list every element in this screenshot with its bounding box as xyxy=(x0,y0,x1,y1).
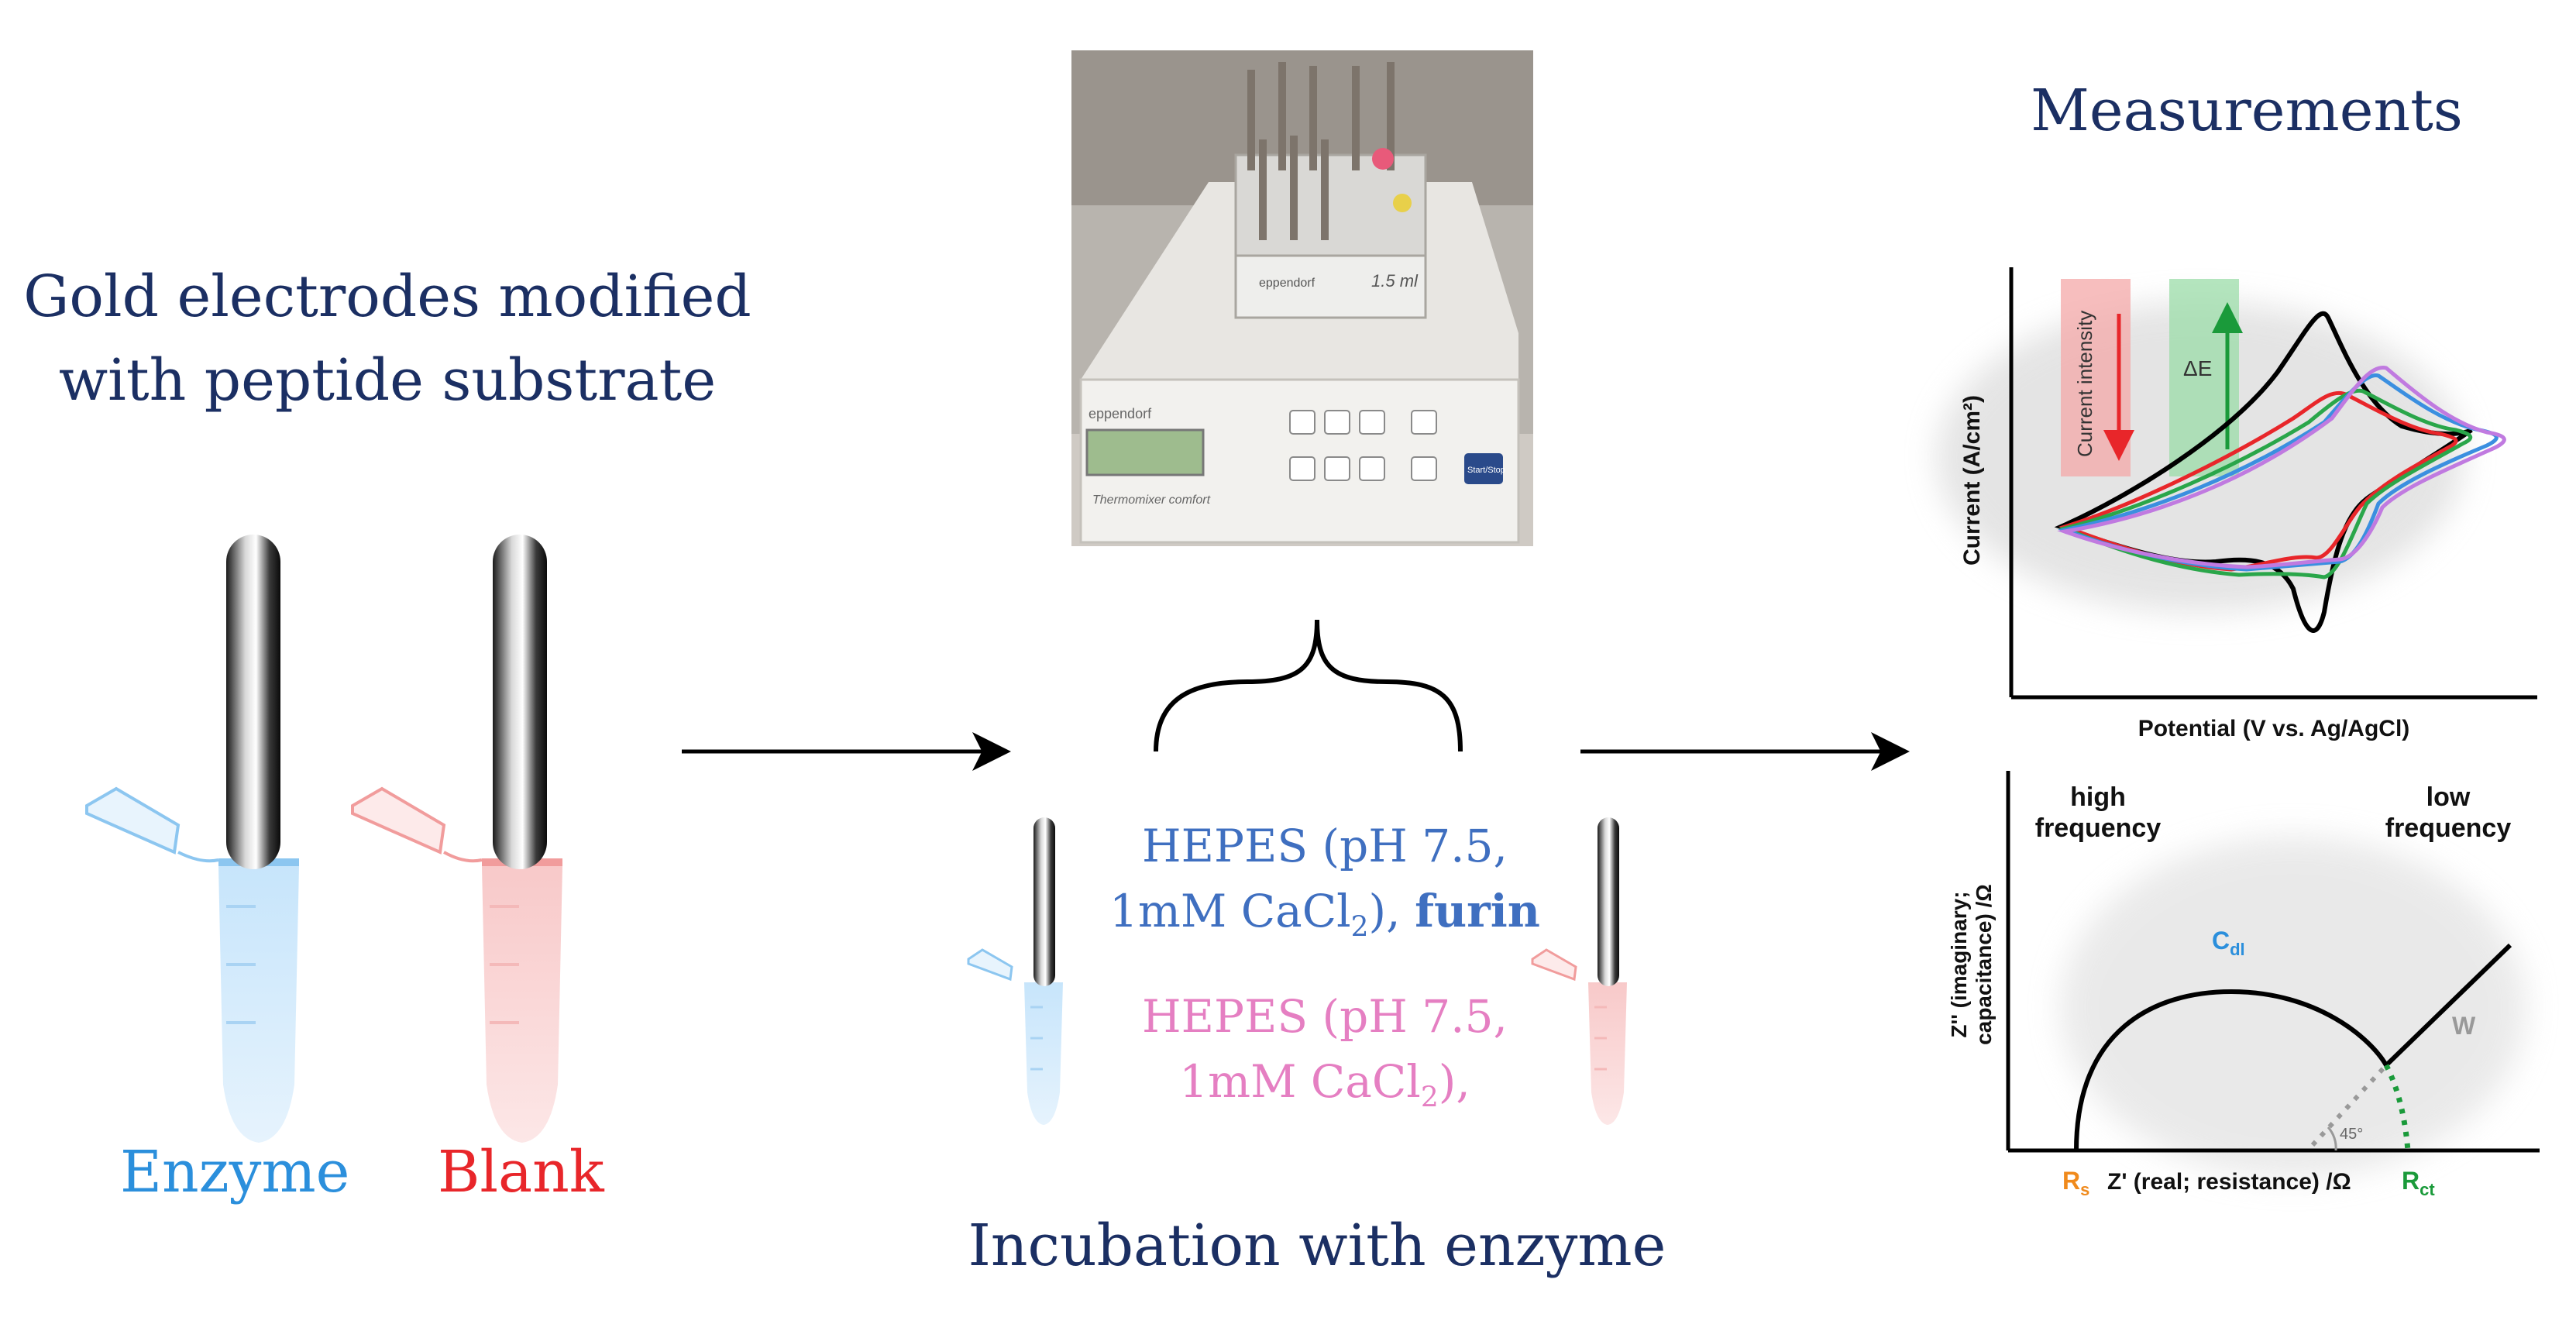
furin-condition-line1: HEPES (pH 7.5, xyxy=(1142,820,1508,872)
furin-condition-line2: 1mM CaCl2), furin xyxy=(1085,879,1565,961)
furin-cacl-subscript: 2 xyxy=(1350,911,1369,944)
cv-xlabel: Potential (V vs. Ag/AgCl) xyxy=(2138,716,2410,741)
eis-low-freq-line1: low xyxy=(2426,782,2471,812)
blank-cacl-suffix: ), xyxy=(1438,1055,1470,1108)
cv-curve-blue xyxy=(2058,373,2499,572)
enzyme-electrode xyxy=(226,535,280,869)
label-blank: Blank xyxy=(438,1139,604,1205)
small-enzyme-tube xyxy=(967,948,1063,1125)
thermomixer-photo: eppendorf 1.5 ml eppendorf Thermomixer c… xyxy=(1071,50,1533,546)
device-model-text: Thermomixer comfort xyxy=(1092,493,1211,507)
eis-ylabel-line1: Z'' (imaginary; xyxy=(1947,891,1971,1037)
cv-ylabel: Current (A/cm²) xyxy=(1959,395,1985,566)
cv-curve-purple xyxy=(2057,365,2506,569)
left-title-line2: with peptide substrate xyxy=(58,347,717,414)
blank-electrode xyxy=(493,535,547,869)
left-title-line1: Gold electrodes modified xyxy=(23,263,751,330)
small-enzyme-electrode xyxy=(1033,817,1055,986)
middle-title: Incubation with enzyme xyxy=(968,1212,1666,1279)
eis-angle-label: 45° xyxy=(2340,1126,2363,1143)
eis-45deg-line xyxy=(2310,1063,2389,1147)
eis-cdl-label: Cdl xyxy=(2212,927,2245,959)
eis-ylabel-line2: capacitance) /Ω xyxy=(1972,884,1996,1045)
cv-current-intensity-label: Current intensity xyxy=(2073,311,2096,457)
eis-rs-label: Rs xyxy=(2062,1167,2089,1199)
blank-cacl-subscript: 2 xyxy=(1420,1082,1439,1114)
eis-semicircle xyxy=(2074,989,2389,1151)
block-brand-text: eppendorf xyxy=(1259,277,1316,290)
furin-cacl-text: 1mM CaCl xyxy=(1109,885,1351,937)
enzyme-tube xyxy=(85,786,299,1143)
right-title: Measurements xyxy=(2031,77,2463,144)
small-blank-electrode xyxy=(1598,817,1619,986)
device-button-text: Start/Stop xyxy=(1467,466,1505,475)
eis-high-freq-line2: frequency xyxy=(2035,813,2162,843)
eis-high-freq-line1: high xyxy=(2070,782,2126,812)
furin-cacl-suffix: ), xyxy=(1368,885,1401,937)
blank-tube xyxy=(351,786,562,1143)
blank-condition-line2: 1mM CaCl2), xyxy=(1085,1049,1565,1131)
eis-plot: 45° high frequency low frequency Cdl W Z… xyxy=(1947,771,2540,1199)
cv-plot: Current intensity ΔE Current (A/cm²) Pot… xyxy=(1937,267,2537,741)
brace xyxy=(1154,619,1463,752)
eis-angle-arc xyxy=(2327,1126,2337,1151)
eis-warburg-line xyxy=(2384,943,2512,1068)
furin-bold-text: furin xyxy=(1415,885,1540,937)
cv-deltae-label: ΔE xyxy=(2183,356,2212,380)
eis-rct-label: Rct xyxy=(2402,1167,2435,1199)
eis-xlabel: Z' (real; resistance) /Ω xyxy=(2107,1169,2351,1195)
block-size-text: 1.5 ml xyxy=(1371,271,1419,291)
eis-low-freq-line2: frequency xyxy=(2385,813,2512,843)
blank-cacl-text: 1mM CaCl xyxy=(1179,1055,1421,1108)
device-brand-text: eppendorf xyxy=(1089,406,1152,421)
small-blank-tube xyxy=(1531,948,1627,1125)
eis-w-label: W xyxy=(2452,1012,2476,1040)
label-enzyme: Enzyme xyxy=(120,1139,350,1205)
cv-curve-green xyxy=(2058,388,2473,579)
blank-condition-line1: HEPES (pH 7.5, xyxy=(1142,990,1508,1043)
